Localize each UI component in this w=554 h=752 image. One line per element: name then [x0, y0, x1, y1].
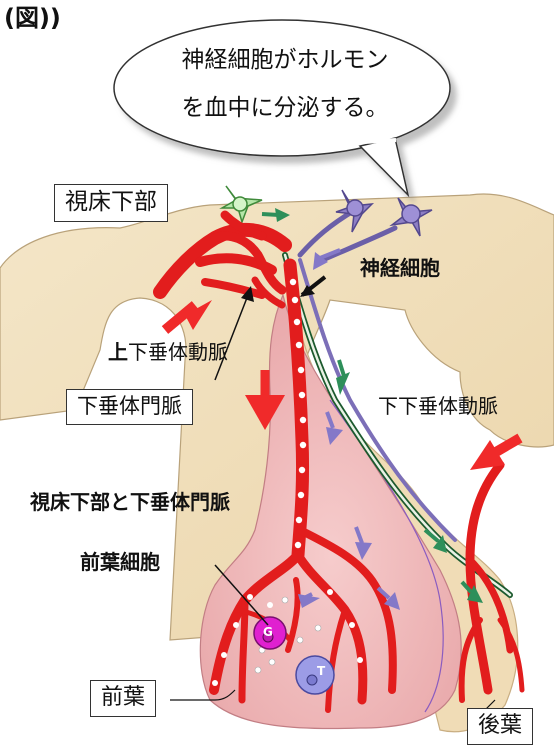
label-superior-prefix: 上	[108, 340, 128, 364]
cell-t	[295, 655, 335, 695]
label-hypothalamus: 視床下部	[54, 184, 168, 222]
pointer-lines	[170, 275, 496, 721]
label-neuron: 神経細胞	[360, 256, 440, 280]
speech-bubble-shape	[113, 19, 451, 198]
purple-arrows	[298, 248, 400, 610]
label-anterior-lobe: 前葉	[90, 680, 157, 717]
cell-g	[253, 616, 287, 650]
cell-g-label: G	[263, 625, 273, 639]
label-inferior-hypophyseal-artery: 下下垂体動脈	[378, 394, 498, 418]
green-arrows	[261, 208, 483, 603]
speech-bubble-line-1: 神経細胞がホルモン	[181, 47, 389, 73]
speech-bubble-line-2: を血中に分泌する。	[181, 95, 389, 121]
label-portal-vein: 下垂体門脈	[66, 389, 193, 425]
label-superior-hypophyseal-artery: 上下垂体動脈	[108, 342, 228, 362]
label-posterior-lobe: 後葉	[467, 708, 534, 745]
red-arrows	[161, 300, 523, 470]
header-fragment: (図))	[4, 4, 61, 32]
label-superior-rest: 下垂体動脈	[128, 340, 228, 364]
hormone-dots	[212, 278, 363, 686]
neuron-cells	[219, 185, 433, 237]
label-hypothalamus-and-portal-vein: 視床下部と下垂体門脈	[30, 490, 230, 514]
cell-t-label: T	[317, 664, 326, 678]
label-anterior-lobe-cell: 前葉細胞	[80, 550, 160, 574]
